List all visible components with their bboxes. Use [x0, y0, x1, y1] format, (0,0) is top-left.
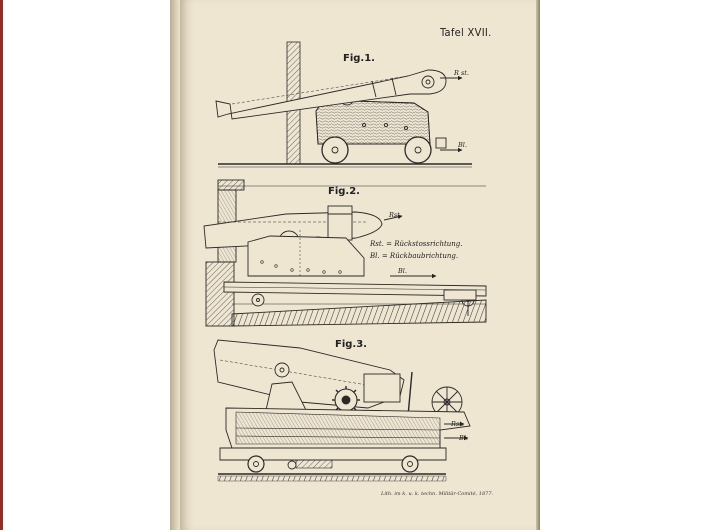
figure-1-caption: Fig.1. — [343, 53, 375, 64]
figure-2-caption: Fig.2. — [328, 186, 360, 197]
lithograph-imprint: Lith. im k. u. k. techn. Militär-Comité,… — [381, 491, 494, 497]
figure-1-drawing — [215, 41, 472, 168]
figure-2-recoil-label: Rst. — [389, 211, 402, 219]
book-spine — [170, 0, 182, 530]
plate-number: Tafel XVII. — [440, 26, 492, 39]
legend-rolling-direction: Bl. = Rückbaubrichtung. — [370, 252, 459, 260]
figure-3-drawing — [213, 339, 471, 482]
figure-2-rolling-label: Bl. — [398, 267, 407, 275]
figure-2-drawing — [203, 179, 487, 327]
figure-3-recoil-label: Rst. — [451, 420, 464, 428]
figure-3-caption: Fig.3. — [335, 339, 367, 350]
legend-recoil-direction: Rst. = Rückstossrichtung. — [370, 240, 463, 248]
page-edge — [536, 0, 540, 530]
figure-1-recoil-label: R st. — [454, 69, 469, 77]
figure-3-rolling-label: Bl. — [459, 434, 468, 442]
figure-1-rolling-label: Bl. — [458, 141, 467, 149]
book-cover-edge — [0, 0, 3, 530]
